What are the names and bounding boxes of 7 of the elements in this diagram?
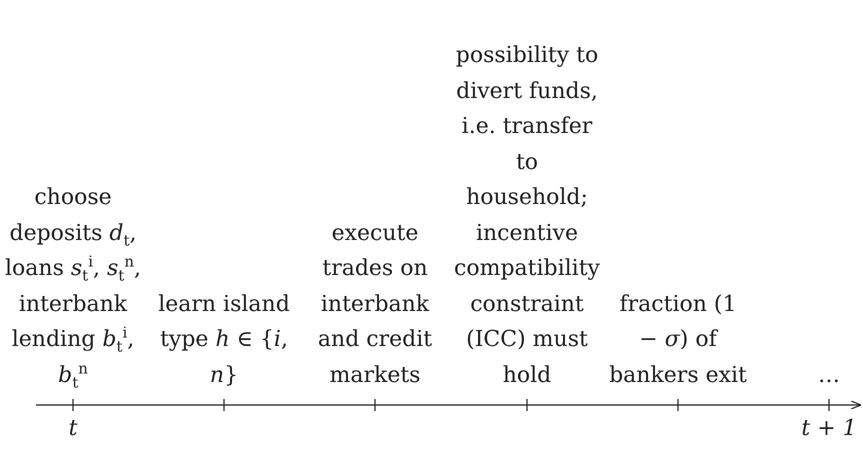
ellipsis-label: … [817,362,841,390]
time-label: t [68,416,78,441]
event-label: fraction (1 − σ) of bankers exit [608,290,748,390]
event-label: execute trades on interbank and credit markets [316,220,434,390]
event-label: possibility to divert funds, i.e. transfer to household; incentive compatibility constraint (ICC) must hold [453,42,601,390]
time-label: t + 1 [801,416,857,441]
event-label: learn island type h ∈ {i, n} [157,290,291,390]
